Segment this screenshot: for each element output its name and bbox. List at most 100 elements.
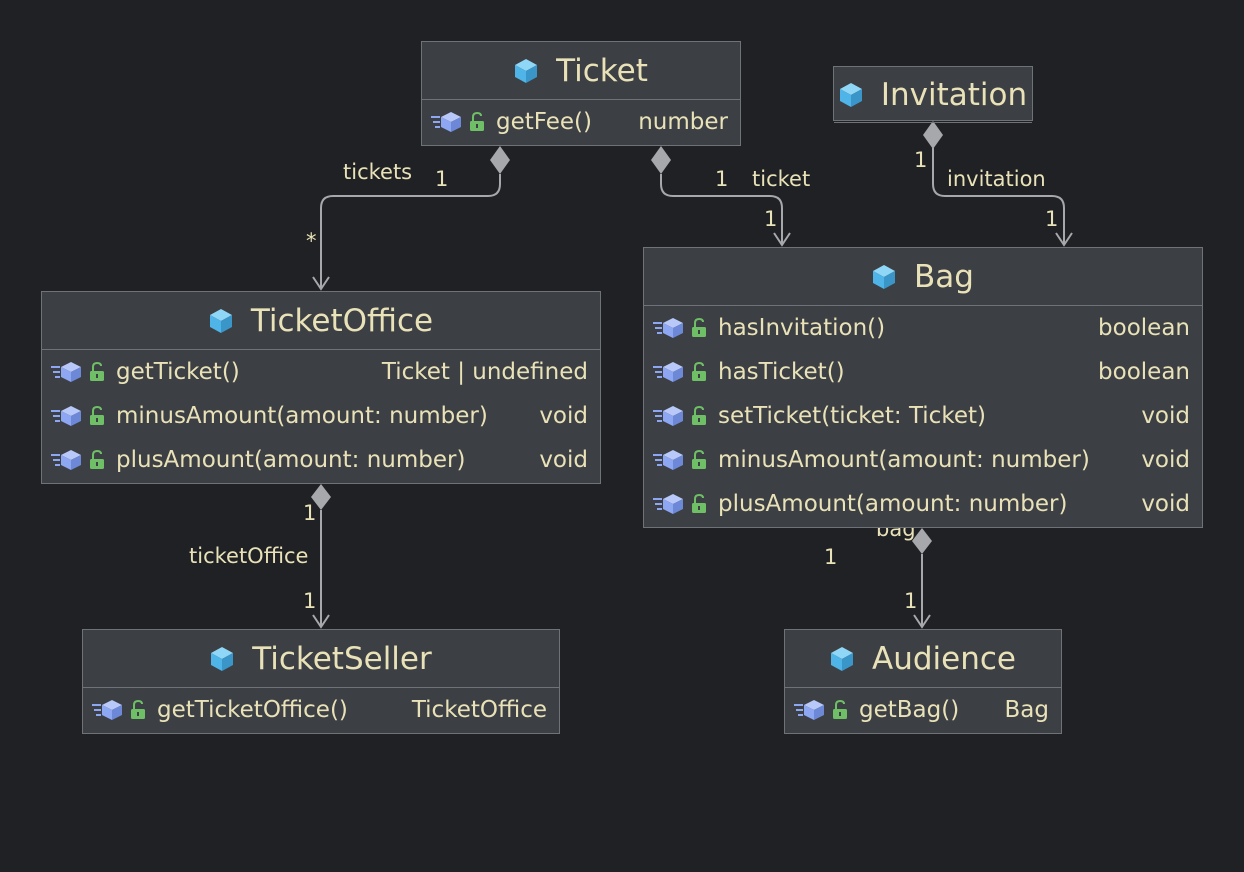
public-lock-icon (88, 406, 106, 426)
public-lock-icon (690, 318, 708, 338)
method-icon (652, 361, 684, 383)
member-row[interactable]: getTicketOffice()TicketOffice (83, 688, 559, 732)
edge-role-label: invitation (947, 167, 1046, 191)
member-icons (652, 493, 718, 515)
member-row[interactable]: getBag() Bag (785, 688, 1061, 732)
member-icons (793, 699, 859, 721)
composition-diamond-bag (912, 528, 932, 554)
class-icon (209, 308, 233, 334)
member-name: minusAmount(amount: number) (116, 403, 488, 429)
member-row[interactable]: setTicket(ticket: Ticket)void (644, 394, 1202, 438)
public-lock-icon (690, 494, 708, 514)
member-icons (652, 317, 718, 339)
member-row[interactable]: getFee() number (422, 100, 740, 144)
edge-multiplicity-label: 1 (1045, 207, 1059, 231)
member-type: void (1141, 447, 1190, 473)
member-type: number (638, 109, 728, 135)
edge-role-label: ticket (752, 167, 811, 191)
member-type: boolean (1098, 359, 1190, 385)
member-icons (652, 361, 718, 383)
member-name: plusAmount(amount: number) (718, 491, 1068, 517)
member-name: getFee() (496, 109, 592, 135)
class-header: Audience (785, 630, 1061, 688)
member-name: getBag() (859, 697, 960, 723)
edge-ticket-bag (660, 174, 783, 245)
method-icon (50, 361, 82, 383)
member-icons (652, 405, 718, 427)
class-icon (872, 264, 896, 290)
member-name: minusAmount(amount: number) (718, 447, 1090, 473)
composition-diamond-ticket-right (651, 146, 671, 174)
class-name: TicketSeller (252, 640, 432, 677)
arrowhead-bag-ticket (773, 232, 791, 247)
member-type: void (1141, 491, 1190, 517)
edge-multiplicity-label: 1 (824, 545, 838, 569)
class-audience[interactable]: Audience getBag() Bag (784, 629, 1062, 734)
edge-role-label: ticketOffice (189, 544, 309, 568)
class-header: Invitation (834, 67, 1032, 123)
member-icons (50, 361, 116, 383)
class-icon (514, 58, 538, 84)
class-ticketseller[interactable]: TicketSeller getTicketOffice()TicketOffic… (82, 629, 560, 734)
method-icon (793, 699, 825, 721)
edge-multiplicity-label: 1 (764, 207, 778, 231)
public-lock-icon (690, 406, 708, 426)
member-row[interactable]: plusAmount(amount: number) void (644, 482, 1202, 526)
member-type: Bag (1004, 697, 1049, 723)
member-name: hasTicket() (718, 359, 845, 385)
member-type: void (539, 447, 588, 473)
method-icon (50, 405, 82, 427)
member-name: hasInvitation() (718, 315, 886, 341)
public-lock-icon (831, 700, 849, 720)
class-name: Audience (872, 640, 1016, 677)
member-type: boolean (1098, 315, 1190, 341)
arrowhead-audience (913, 614, 931, 629)
composition-diamond-ticket-left (490, 146, 510, 174)
class-icon (210, 646, 234, 672)
arrowhead-ticketoffice (312, 276, 330, 291)
class-ticket[interactable]: Ticket getFee() number (421, 41, 741, 146)
method-icon (91, 699, 123, 721)
class-name: Bag (914, 258, 974, 295)
edge-role-label: tickets (343, 160, 413, 184)
composition-diamond-invitation (923, 121, 943, 149)
member-type: void (539, 403, 588, 429)
member-icons (430, 111, 496, 133)
public-lock-icon (88, 362, 106, 382)
method-icon (652, 405, 684, 427)
member-icons (91, 699, 157, 721)
edge-multiplicity-label: 1 (303, 501, 317, 525)
method-icon (652, 449, 684, 471)
member-row[interactable]: plusAmount(amount: number)void (42, 438, 600, 482)
edge-ticket-ticketoffice (320, 174, 501, 289)
method-icon (652, 317, 684, 339)
public-lock-icon (129, 700, 147, 720)
class-invitation[interactable]: Invitation (833, 66, 1033, 123)
class-bag[interactable]: Bag hasInvitation() boolean hasTicket() bool… (643, 247, 1203, 528)
member-type: Ticket | undefined (381, 359, 588, 385)
class-name: Invitation (880, 76, 1028, 113)
member-type: TicketOffice (411, 697, 547, 723)
class-header: Ticket (422, 42, 740, 100)
member-row[interactable]: hasTicket() boolean (644, 350, 1202, 394)
class-header: Bag (644, 248, 1202, 306)
class-name: Ticket (556, 52, 648, 89)
method-icon (652, 493, 684, 515)
member-row[interactable]: hasInvitation() boolean (644, 306, 1202, 350)
edge-multiplicity-label: 1 (914, 148, 928, 172)
member-icons (652, 449, 718, 471)
method-icon (50, 449, 82, 471)
method-icon (430, 111, 462, 133)
member-row[interactable]: minusAmount(amount: number) void (42, 394, 600, 438)
class-icon (839, 82, 863, 108)
member-type: void (1141, 403, 1190, 429)
member-icons (50, 405, 116, 427)
member-row[interactable]: minusAmount(amount: number) void (644, 438, 1202, 482)
edge-multiplicity-label: 1 (904, 589, 918, 613)
member-row[interactable]: getTicket()Ticket | undefined (42, 350, 600, 394)
composition-diamond-ticketoffice (311, 484, 331, 510)
class-header: TicketSeller (83, 630, 559, 688)
public-lock-icon (690, 362, 708, 382)
edge-multiplicity-label: 1 (715, 167, 729, 191)
